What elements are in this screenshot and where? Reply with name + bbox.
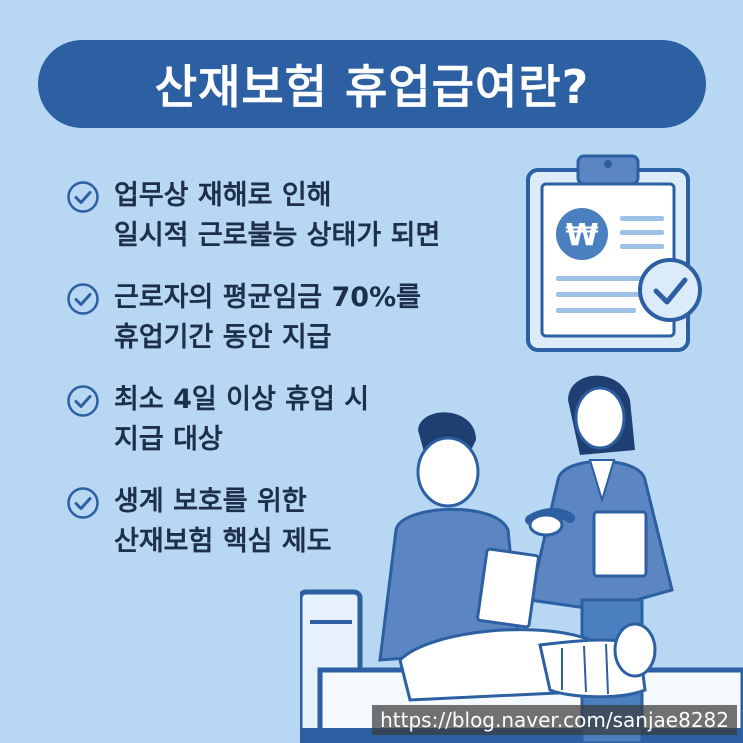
checkmark-badge-icon: [638, 258, 702, 322]
bullet-line: 산재보험 핵심 제도: [114, 526, 332, 557]
won-icon: ₩: [556, 208, 608, 260]
check-circle-icon: [67, 487, 99, 519]
list-item: 최소 4일 이상 휴업 시 지급 대상: [66, 380, 526, 460]
patient-figure: [378, 412, 657, 702]
bullet-line: 일시적 근로불능 상태가 되면: [114, 220, 441, 251]
bullet-list: 업무상 재해로 인해 일시적 근로불능 상태가 되면 근로자의 평균임금 70%…: [66, 176, 526, 584]
bullet-line: 휴업기간 동안 지급: [114, 322, 332, 353]
page-title: 산재보험 휴업급여란?: [154, 60, 590, 114]
svg-text:₩: ₩: [565, 218, 598, 253]
list-item: 근로자의 평균임금 70%를 휴업기간 동안 지급: [66, 278, 526, 358]
clipboard-icon: ₩: [526, 154, 702, 352]
bullet-line: 생계 보호를 위한: [114, 486, 307, 517]
check-circle-icon: [67, 181, 99, 213]
bullet-line: 최소 4일 이상 휴업 시: [114, 384, 370, 415]
check-circle-icon: [67, 283, 99, 315]
list-item: 생계 보호를 위한 산재보험 핵심 제도: [66, 482, 526, 562]
check-circle-icon: [67, 385, 99, 417]
title-banner: 산재보험 휴업급여란?: [38, 40, 706, 128]
bullet-line: 업무상 재해로 인해: [114, 180, 332, 211]
bullet-line: 근로자의 평균임금 70%를: [114, 282, 421, 313]
patient-doctor-illustration: [300, 375, 743, 743]
bullet-line: 지급 대상: [114, 424, 223, 455]
watermark-url: https://blog.naver.com/sanjae8282: [372, 705, 737, 735]
list-item: 업무상 재해로 인해 일시적 근로불능 상태가 되면: [66, 176, 526, 256]
